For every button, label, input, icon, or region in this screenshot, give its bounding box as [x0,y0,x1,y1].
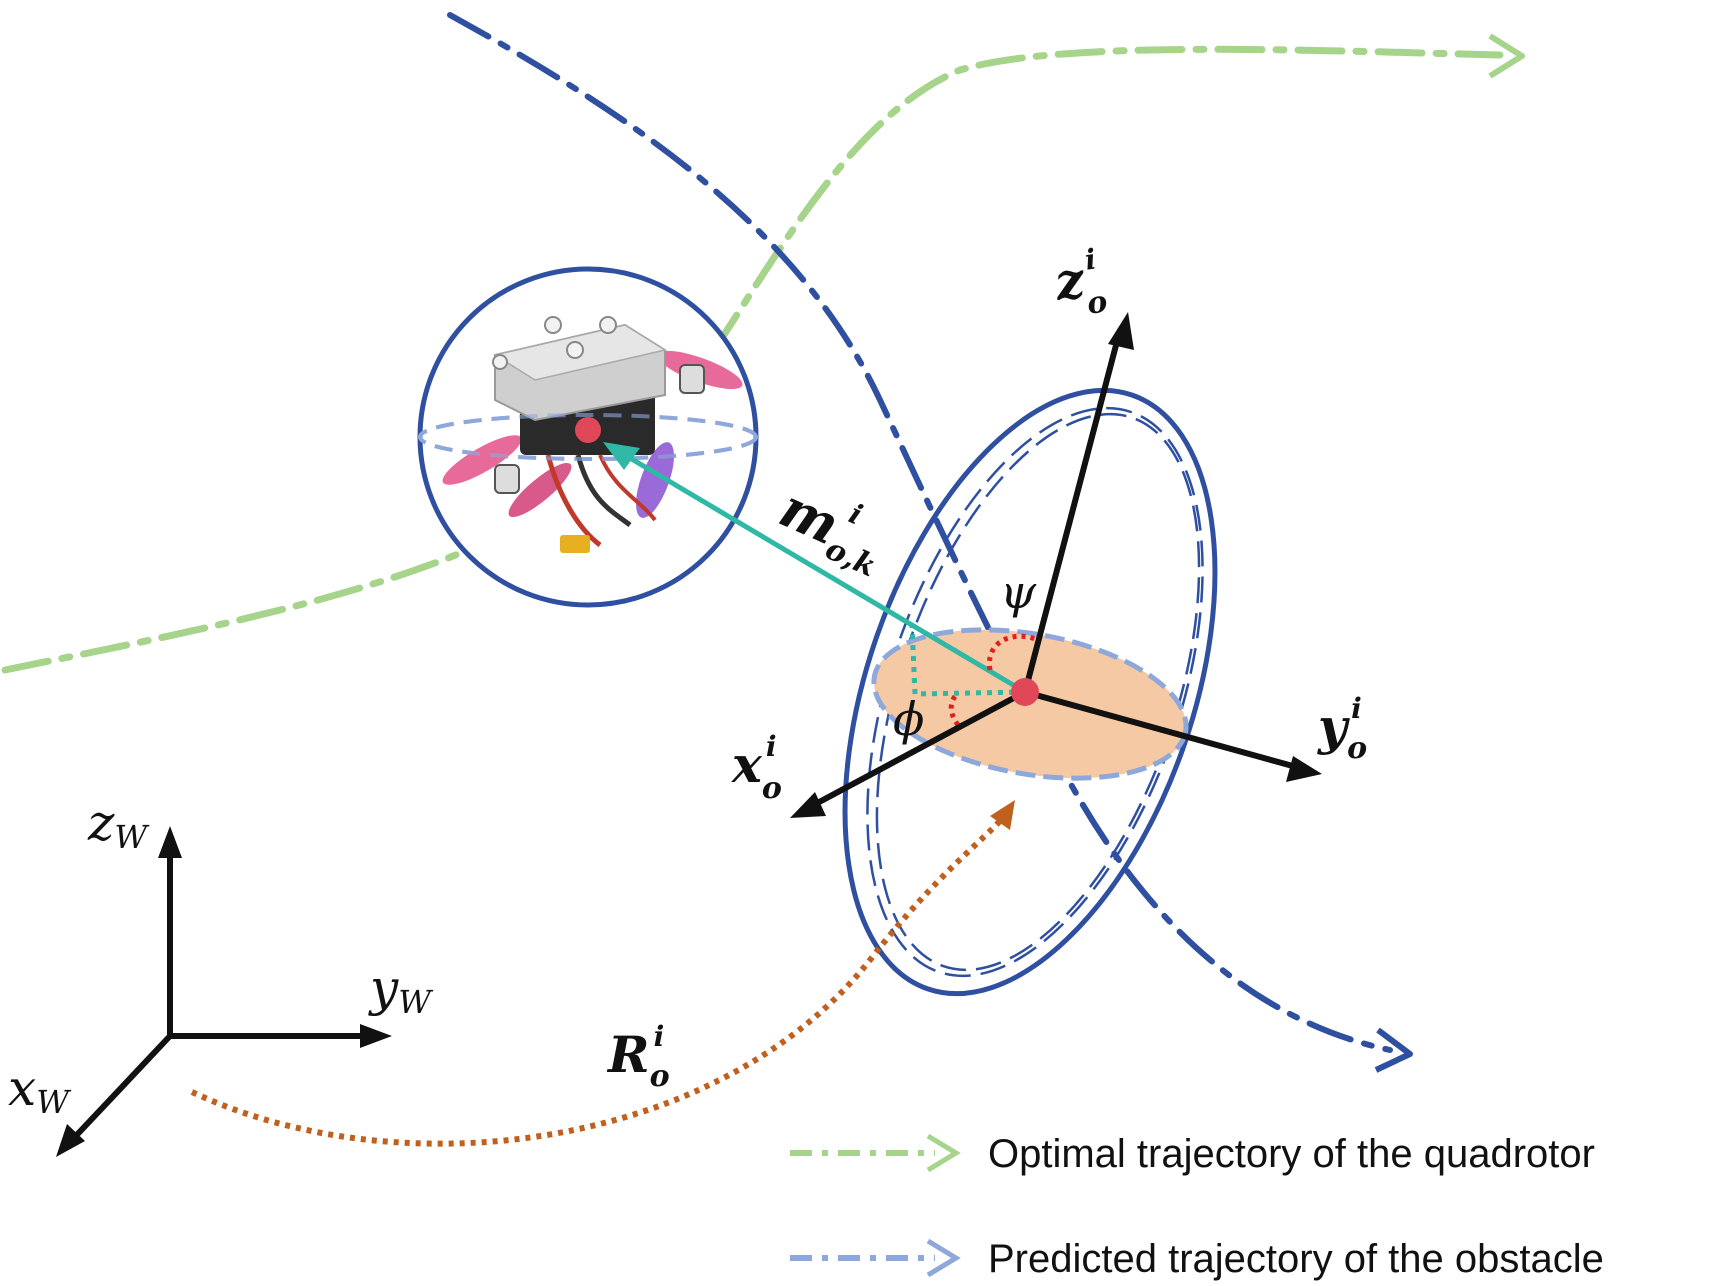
legend-label-obstacle: Predicted trajectory of the obstacle [988,1237,1604,1281]
obstacle-y-axis [1024,689,1301,771]
obstacle-z-label: zoi [1050,242,1110,326]
phi-angle-arc [948,691,961,727]
legend-item-obstacle: Predicted trajectory of the obstacle [790,1237,1604,1281]
psi-angle-arc [987,633,1039,671]
world-y-label: yW [368,959,434,1021]
obstacle-z-arrowhead [1108,312,1134,350]
rotation-arrowhead [990,800,1015,830]
legend-arrowhead-quadrotor [926,1133,961,1173]
relative-vector-line [606,442,1027,695]
obstacle-x-label: xoi [731,730,782,806]
legend: Optimal trajectory of the quadrotor Pred… [790,1132,1604,1281]
quadrotor-trajectory [1,45,1504,674]
world-z-arrowhead [158,826,182,858]
legend-item-quadrotor: Optimal trajectory of the quadrotor [790,1132,1595,1176]
obstacle-y-label: yoi [1317,692,1367,766]
projection-dotted-horizontal [914,689,1026,697]
world-y-arrowhead [360,1024,392,1048]
obstacle-z-axis [1022,329,1123,693]
obstacle-center-point [1011,678,1039,706]
world-x-arrowhead [56,1124,85,1157]
obstacle-trajectory-arrowhead [1374,1027,1413,1073]
rotation-arc [190,813,1008,1147]
obstacle-y-arrowhead [1286,756,1322,782]
quadrotor-sphere-equator-front [418,413,758,461]
world-z-label: zW [87,794,150,856]
phi-label: ϕ [893,692,924,746]
obstacle-x-arrowhead [790,792,826,818]
rotation-label: Roi [606,1020,670,1094]
quadrotor-center-point [575,417,601,443]
projection-dotted-vertical [909,624,918,695]
psi-label: ψ [1000,565,1037,619]
legend-arrowhead-obstacle [926,1238,961,1278]
relative-vector-arrowhead [603,442,640,470]
world-x-label: xW [8,1059,72,1121]
obstacle-x-axis [806,689,1027,811]
quadrotor-trajectory-arrowhead [1488,33,1525,79]
world-x-axis [69,1033,173,1143]
relative-vector-label: mo,ki [768,471,898,585]
obstacle-trajectory [447,12,1393,1053]
legend-label-quadrotor: Optimal trajectory of the quadrotor [988,1132,1595,1176]
obstacle-ellipsoid [842,387,1218,997]
